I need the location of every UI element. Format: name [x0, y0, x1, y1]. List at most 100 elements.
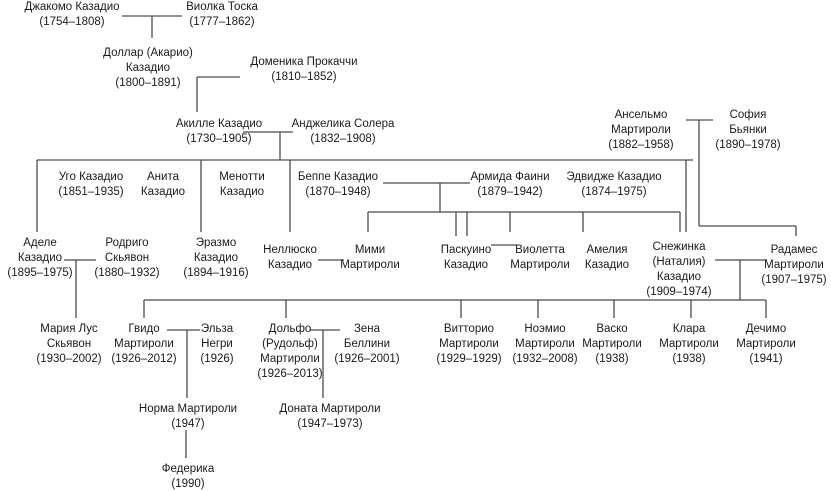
person-edvige-line-1: (1874–1975) — [581, 186, 647, 198]
person-neve-line-2: Казадио — [656, 271, 702, 283]
person-erasmo-line-0: Эразмо — [195, 237, 237, 249]
person-achille-line-1: (1730–1905) — [186, 133, 252, 145]
person-clara-line-2: (1938) — [672, 353, 706, 365]
person-radames-line-1: Мартироли — [764, 259, 824, 271]
person-anselmo-line-2: (1882–1958) — [608, 139, 674, 151]
person-zena-line-0: Зена — [353, 323, 381, 335]
person-neve-line-0: Снежинка — [652, 241, 706, 253]
person-zena-line-1: Беллини — [343, 338, 391, 350]
person-donata: Доната Мартироли (1947–1973) — [279, 402, 380, 432]
person-pasquino-line-1: Казадио — [443, 259, 489, 271]
person-anselmo-line-0: Ансельмо — [614, 109, 668, 121]
person-vasco-line-2: (1938) — [595, 353, 629, 365]
person-sofia-line-0: София — [729, 109, 767, 121]
person-violetta-line-0: Виолетта — [515, 244, 565, 256]
person-erasmo-line-2: (1894–1916) — [183, 267, 249, 279]
person-norma-line-1: (1947) — [171, 418, 205, 430]
person-domenica-line-0: Доменика Прокаччи — [250, 56, 358, 68]
person-zena-line-2: (1926–2001) — [334, 353, 400, 365]
person-guido-line-1: Мартироли — [114, 338, 174, 350]
person-maria-line-0: Мария Лус — [40, 323, 98, 335]
person-beppe-line-1: (1870–1948) — [305, 186, 371, 198]
person-vittorio-line-0: Витторио — [443, 323, 495, 335]
person-donata-line-0: Доната Мартироли — [279, 403, 381, 415]
person-rodrigo-line-1: Скьявон — [104, 252, 150, 264]
person-rodrigo-line-2: (1880–1932) — [94, 267, 160, 279]
person-federica-line-1: (1990) — [171, 478, 205, 490]
person-angelica: Анджелика Солера (1832–1908) — [292, 117, 395, 147]
person-giacomo-line-0: Джакомо Казадио — [24, 1, 120, 13]
person-angelica-line-1: (1832–1908) — [310, 133, 376, 145]
person-decimo-line-0: Дечимо — [745, 323, 787, 335]
person-noemio-line-2: (1932–2008) — [512, 353, 578, 365]
person-radames-line-0: Радамес — [770, 244, 818, 256]
person-rodrigo-line-0: Родриго — [105, 237, 149, 249]
person-dollar: Доллар (Акарио)Казадио(1800–1891) — [103, 46, 193, 91]
person-viola-line-0: Виолка Тоска — [186, 1, 258, 13]
person-norma-line-0: Норма Мартироли — [138, 403, 238, 415]
person-sofia-line-1: Бьянки — [729, 124, 767, 136]
person-neve: Снежинка(Наталия)Казадио(1909–1974) — [646, 240, 711, 300]
person-menotti-line-1: Казадио — [219, 186, 265, 198]
person-dolfo: Дольфо (Рудольф) Мартироли (1926–2013) — [257, 322, 322, 382]
person-domenica-line-1: (1810–1852) — [271, 71, 337, 83]
person-mimi-line-1: Мартироли — [340, 259, 400, 271]
person-guido-line-2: (1926–2012) — [111, 353, 177, 365]
person-vittorio-line-1: Мартироли — [439, 338, 499, 350]
person-armida: Армида Фаини(1879–1942) — [470, 170, 549, 200]
person-pasquino-line-0: Паскуино — [440, 244, 492, 256]
person-dolfo-line-0: Дольфо — [268, 323, 312, 335]
person-dollar-line-1: Казадио — [125, 62, 171, 74]
person-vasco-line-1: Мартироли — [582, 338, 642, 350]
person-vasco-line-0: Васко — [596, 323, 628, 335]
person-clara-line-0: Клара — [672, 323, 706, 335]
person-maria-line-2: (1930–2002) — [36, 353, 102, 365]
person-angelica-line-0: Анджелика Солера — [291, 118, 395, 130]
person-guido-line-0: Гвидо — [128, 323, 160, 335]
person-anita-line-1: Казадио — [140, 186, 186, 198]
person-elsa-line-2: (1926) — [200, 353, 234, 365]
person-sofia-line-2: (1890–1978) — [715, 139, 781, 151]
person-norma: Норма Мартироли (1947) — [139, 402, 237, 432]
person-noemio-line-1: Мартироли — [515, 338, 575, 350]
person-decimo-line-2: (1941) — [749, 353, 783, 365]
person-beppe-line-0: Беппе Казадио — [297, 171, 379, 183]
person-adele-line-2: (1895–1975) — [7, 267, 73, 279]
person-anselmo-line-1: Мартироли — [611, 124, 671, 136]
person-ugo-line-0: Уго Казадио — [58, 171, 124, 183]
person-amelia-line-1: Казадио — [584, 259, 630, 271]
person-giacomo-line-1: (1754–1808) — [39, 16, 105, 28]
person-dolfo-line-2: Мартироли — [260, 353, 320, 365]
person-radames-line-2: (1907–1975) — [761, 274, 827, 286]
person-donata-line-1: (1947–1973) — [297, 418, 363, 430]
person-noemio-line-0: Ноэмио — [524, 323, 566, 335]
person-elsa-line-0: Эльза — [200, 323, 234, 335]
person-adele-line-0: Аделе — [23, 237, 57, 249]
person-dolfo-line-3: (1926–2013) — [257, 368, 323, 380]
person-ugo: Уго Казадио(1851–1935) — [58, 170, 123, 200]
person-giacomo: Джакомо Казадио (1754–1808) — [24, 0, 119, 30]
person-federica: Федерика(1990) — [162, 462, 215, 491]
person-viola-line-1: (1777–1862) — [189, 16, 255, 28]
person-dolfo-line-1: (Рудольф) — [262, 338, 318, 350]
person-domenica: Доменика Прокаччи (1810–1852) — [250, 55, 357, 85]
person-neve-line-3: (1909–1974) — [646, 286, 712, 298]
person-viola: Виолка Тоска (1777–1862) — [186, 0, 258, 30]
person-mimi-line-0: Мими — [354, 244, 386, 256]
